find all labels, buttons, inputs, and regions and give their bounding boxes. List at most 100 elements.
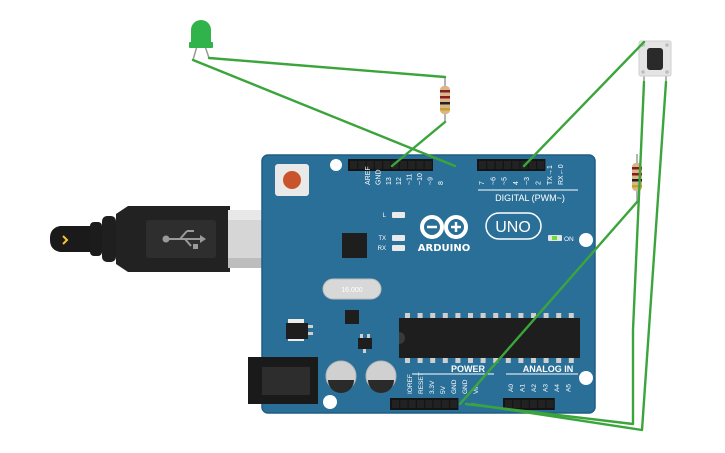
pin-label: A2 [531, 384, 538, 392]
resistor-band [632, 173, 642, 176]
digital-pin-socket[interactable] [358, 161, 366, 169]
usb-cable-rib [90, 222, 102, 256]
digital-pin-socket[interactable] [399, 161, 407, 169]
digital-pin-label: 2 [536, 181, 543, 185]
resistor-body [440, 86, 450, 114]
small-transistor [358, 338, 372, 349]
digital-pin-socket[interactable] [503, 161, 512, 169]
mounting-hole [323, 395, 337, 409]
mcu-pin [531, 357, 536, 363]
wire-button-loop[interactable] [470, 80, 668, 432]
analog-pin-socket[interactable] [513, 400, 521, 408]
digital-pin-label: 8 [438, 181, 445, 185]
digital-pin-label: TX→1 [547, 165, 554, 185]
wire-button-to-pin4[interactable] [522, 40, 646, 168]
digital-pin-label: ~5 [502, 177, 509, 185]
mounting-hole [579, 233, 593, 247]
digital-pin-socket[interactable] [366, 161, 374, 169]
power-pin-socket[interactable] [450, 400, 458, 408]
uno-badge [485, 212, 542, 240]
wires[interactable] [191, 40, 668, 432]
digital-pin-socket[interactable] [495, 161, 503, 169]
power-pin-socket[interactable] [441, 400, 449, 408]
power-pin-socket[interactable] [400, 400, 408, 408]
digital-pin-socket[interactable] [374, 161, 383, 169]
digital-pin-socket[interactable] [408, 161, 416, 169]
analog-header[interactable] [503, 398, 555, 410]
regulator-pin [308, 332, 313, 335]
wire-led-to-resistor[interactable] [207, 56, 447, 79]
brand-label: ARDUINO [418, 243, 470, 254]
digital-header[interactable] [348, 159, 546, 171]
analog-pin-socket[interactable] [521, 400, 529, 408]
pin-label: A0 [508, 384, 515, 392]
digital-pin-socket[interactable] [487, 161, 495, 169]
mcu-pin [568, 313, 574, 319]
on-label: ON [564, 236, 574, 243]
digital-pin-label: ~3 [524, 177, 531, 185]
digital-pin-socket[interactable] [512, 161, 520, 169]
mcu-pin [505, 313, 511, 319]
power-pin-socket[interactable] [433, 400, 441, 408]
usb-icon [162, 230, 206, 249]
pin-label: 5V [440, 385, 447, 394]
button-cap [647, 48, 663, 70]
pushbutton-icon[interactable] [638, 40, 672, 82]
power-pin-socket[interactable] [425, 400, 433, 408]
resistor-icon[interactable] [440, 77, 450, 122]
analog-pin-socket[interactable] [529, 400, 538, 408]
mounting-hole [579, 371, 593, 385]
digital-pin-socket[interactable] [350, 161, 358, 169]
power-pin-socket[interactable] [392, 400, 400, 408]
power-pin-socket[interactable] [408, 400, 416, 408]
digital-pin-socket[interactable] [391, 161, 399, 169]
on-led [552, 236, 557, 240]
pin-label: 3.3V [429, 380, 436, 394]
mcu-pin [405, 357, 410, 363]
reset-button[interactable] [283, 171, 301, 189]
digital-pin-socket[interactable] [479, 161, 487, 169]
mcu-pin [405, 313, 410, 319]
digital-pin-socket[interactable] [528, 161, 536, 169]
digital-pin-label: AREF [365, 166, 372, 185]
mcu-pin [493, 313, 499, 319]
power-pin-socket[interactable] [416, 400, 425, 408]
power-header[interactable] [390, 398, 459, 410]
digital-pin-socket[interactable] [424, 161, 432, 169]
led-icon[interactable] [189, 20, 213, 61]
wire-resistor-to-gnd[interactable] [390, 120, 447, 168]
pin-label: A5 [566, 384, 573, 392]
transistor-pin [367, 334, 370, 338]
analog-pin-socket[interactable] [546, 400, 554, 408]
digital-pin-socket[interactable] [537, 161, 545, 169]
resistor-band [632, 179, 642, 182]
wire-button-to-5v[interactable] [464, 80, 646, 426]
digital-pin-label: RX←0 [558, 164, 565, 185]
wire-resistor-to-gnd-bottom[interactable] [458, 200, 639, 406]
regulator-body [286, 323, 308, 339]
analog-pin-socket[interactable] [505, 400, 513, 408]
digital-pin-label: GND [375, 169, 382, 185]
usb-cable-rib [102, 216, 116, 262]
mcu-pin [468, 313, 473, 319]
lightning-icon [62, 235, 69, 245]
usb-cable-tip [50, 226, 92, 252]
mcu-pin [417, 313, 423, 319]
capacitor-mark [328, 380, 354, 393]
button-corner [665, 70, 669, 74]
atmega328-chip [399, 318, 580, 358]
led-rim [189, 42, 213, 48]
digital-pin-label: ~6 [490, 177, 497, 185]
small-chip [345, 310, 359, 324]
digital-pin-socket[interactable] [383, 161, 391, 169]
analog-pin-socket[interactable] [538, 400, 546, 408]
wire-led-to-pin[interactable] [191, 58, 457, 168]
led-leg [192, 45, 198, 61]
digital-pin-socket[interactable] [416, 161, 424, 169]
mcu-pin [531, 313, 536, 319]
mcu-pin [556, 357, 562, 363]
pin-label: A3 [543, 384, 550, 392]
